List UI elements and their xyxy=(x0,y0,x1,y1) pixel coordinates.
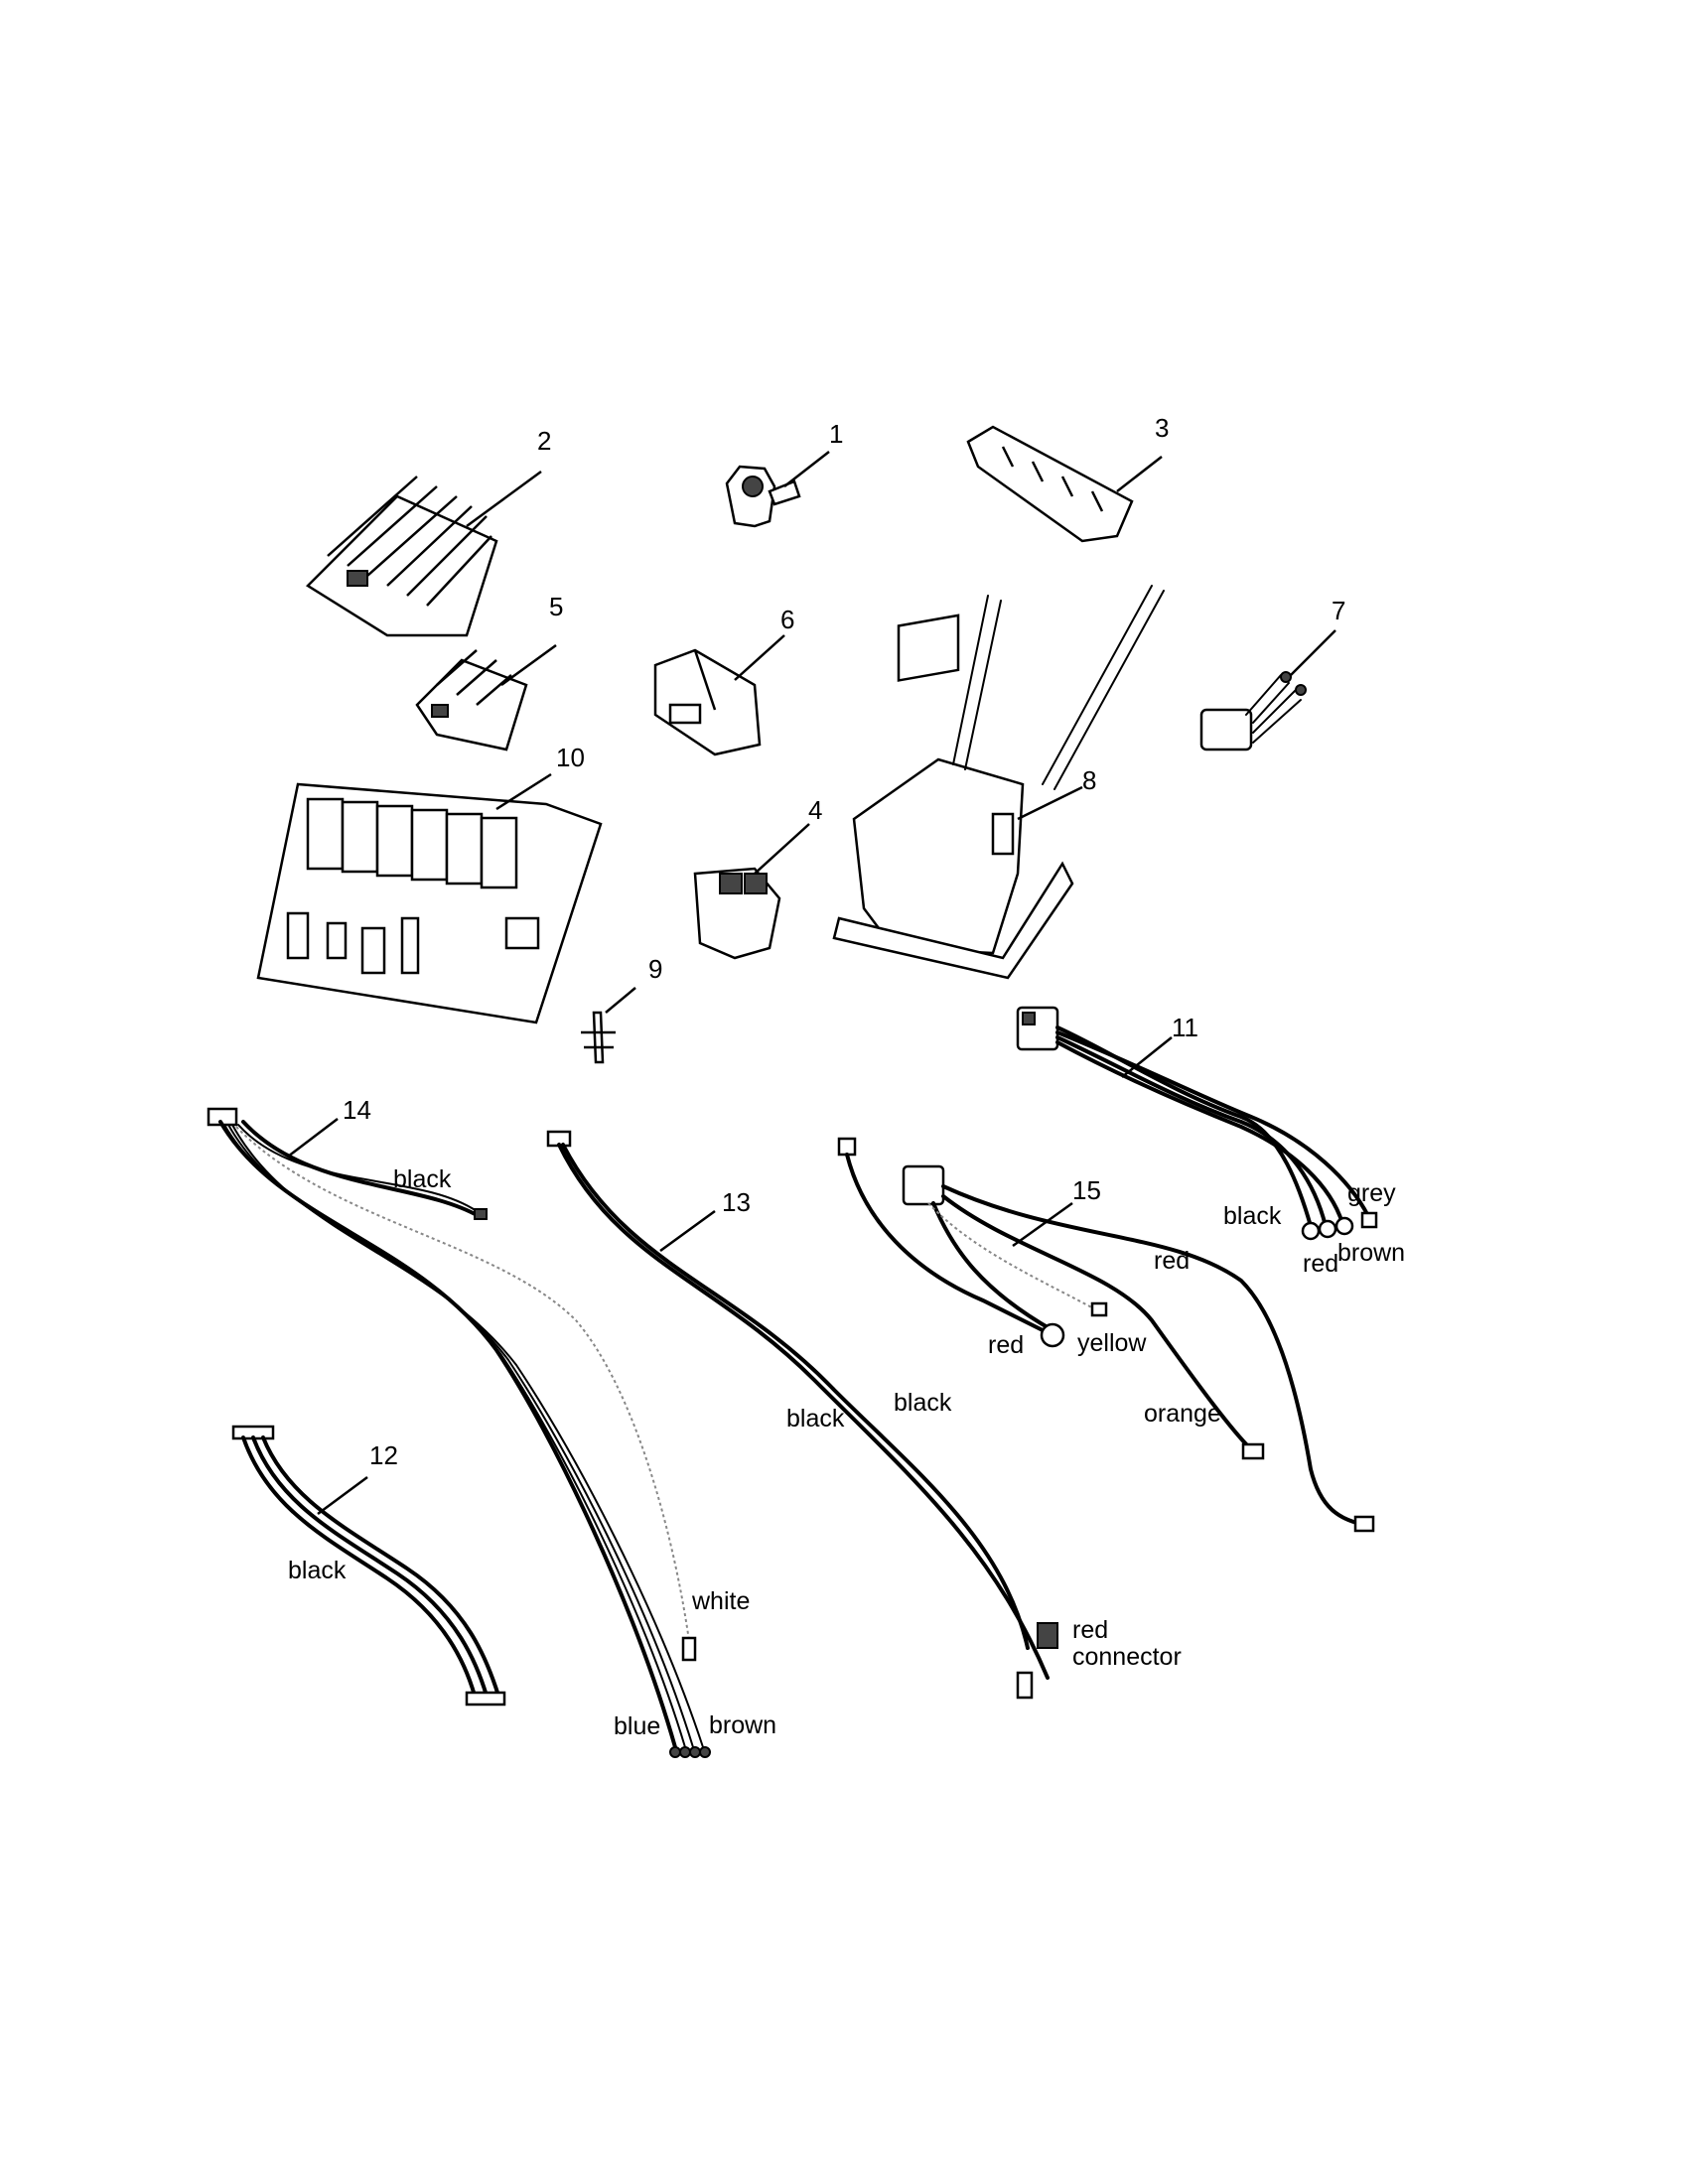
p15-red-label-b: red xyxy=(1154,1247,1190,1275)
callout-6: 6 xyxy=(780,605,794,634)
part-3-connector-strip xyxy=(966,425,1163,543)
p13-black-label-b: black xyxy=(894,1389,952,1417)
p13-black-label-a: black xyxy=(786,1405,845,1433)
part-1-clip xyxy=(725,451,830,528)
p14-brown-label: brown xyxy=(709,1711,776,1739)
part-5-terminal-block xyxy=(415,643,557,751)
part-7-plug xyxy=(1199,629,1336,751)
p15-red-label-a: red xyxy=(988,1331,1024,1359)
callout-12: 12 xyxy=(369,1440,398,1470)
callout-10: 10 xyxy=(556,743,585,772)
p13-connector-label: connector xyxy=(1072,1643,1182,1671)
part-15-harness xyxy=(837,1137,1375,1533)
p14-black-label: black xyxy=(393,1165,452,1193)
callout-13: 13 xyxy=(722,1187,751,1217)
callout-8: 8 xyxy=(1082,765,1096,795)
callout-2: 2 xyxy=(537,426,551,456)
p15-orange-label: orange xyxy=(1144,1400,1221,1428)
p13-red-label: red xyxy=(1072,1616,1108,1644)
p11-red-label: red xyxy=(1303,1250,1338,1278)
callout-4: 4 xyxy=(808,795,822,825)
part-13-harness xyxy=(546,1130,1058,1700)
part-8-transformer xyxy=(832,585,1165,980)
board-relays xyxy=(306,797,518,889)
p11-grey-label: grey xyxy=(1347,1179,1396,1207)
p14-white-label: white xyxy=(691,1587,750,1615)
part-4-relay xyxy=(693,823,810,960)
callout-14: 14 xyxy=(343,1095,371,1125)
callout-5: 5 xyxy=(549,592,563,621)
callout-15: 15 xyxy=(1072,1175,1101,1205)
p11-black-label: black xyxy=(1223,1202,1282,1230)
p15-yellow-label: yellow xyxy=(1077,1329,1147,1357)
part-12-ribbon xyxy=(231,1425,506,1706)
callout-11: 11 xyxy=(1172,1013,1198,1042)
p14-blue-label: blue xyxy=(614,1712,660,1740)
part-14-harness xyxy=(207,1107,711,1758)
callout-7: 7 xyxy=(1332,596,1345,625)
callout-1: 1 xyxy=(829,419,843,449)
callout-9: 9 xyxy=(648,954,662,984)
part-2-terminal-block xyxy=(306,470,542,637)
part-11-harness xyxy=(1016,1006,1378,1241)
part-10-control-board xyxy=(256,772,603,1024)
p12-black-label: black xyxy=(288,1557,347,1584)
part-6-relay xyxy=(653,634,785,756)
p11-brown-label: brown xyxy=(1337,1239,1405,1267)
part-9-pin xyxy=(581,987,636,1064)
callout-3: 3 xyxy=(1155,413,1169,443)
